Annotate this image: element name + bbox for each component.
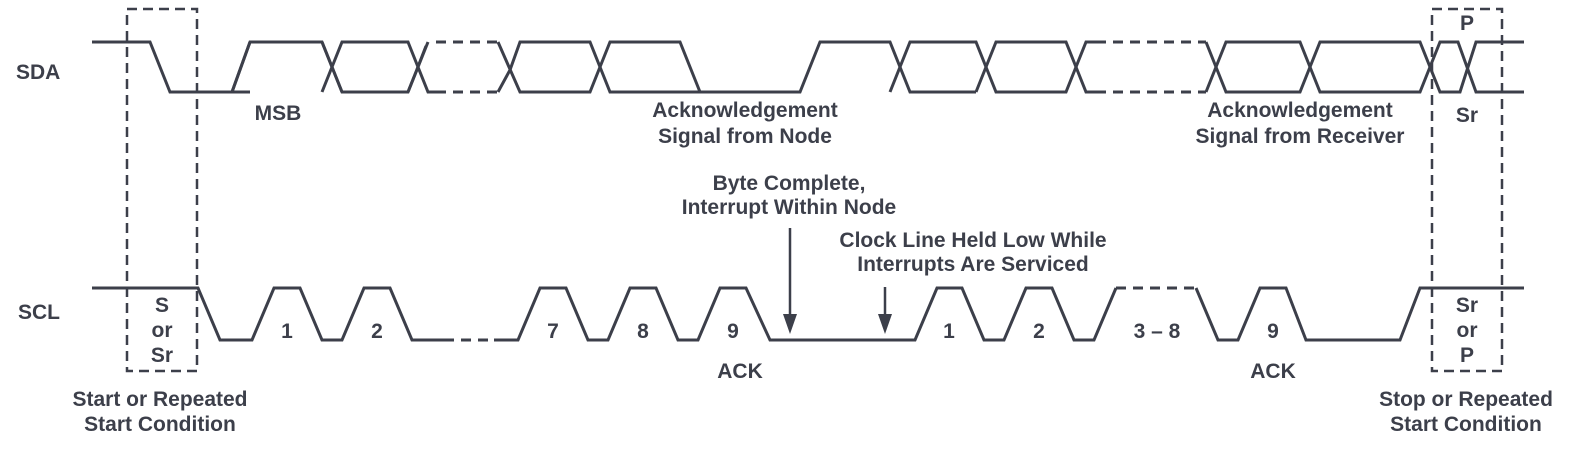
stop-box-sr-label: Sr [1456, 104, 1478, 127]
ack-node-label-line2: Signal from Node [658, 125, 832, 148]
start-condition-caption-line2: Start Condition [84, 413, 236, 436]
sda-waveform [92, 40, 1524, 94]
clock-pulse-label: 3 – 8 [1134, 320, 1181, 343]
clock-pulse-label: 7 [547, 320, 559, 343]
scl-label: SCL [18, 301, 60, 324]
clock-pulse-label: 2 [1033, 320, 1045, 343]
msb-label: MSB [255, 102, 302, 125]
clock-pulse-label: 9 [727, 320, 739, 343]
byte-complete-label-line2: Interrupt Within Node [682, 196, 896, 219]
stop-box-or: or [1457, 319, 1478, 342]
stop-condition-box [1430, 7, 1504, 373]
ack-node-label-line1: Acknowledgement [652, 99, 838, 122]
ack-receiver-label-line1: Acknowledgement [1207, 99, 1393, 122]
clock-pulse-label: 9 [1267, 320, 1279, 343]
ack-receiver-label-line2: Signal from Receiver [1196, 125, 1405, 148]
clock-held-label-line2: Interrupts Are Serviced [857, 253, 1088, 276]
clock-held-label-line1: Clock Line Held Low While [839, 229, 1106, 252]
ack-label-first: ACK [717, 360, 763, 383]
start-box-or: or [152, 319, 173, 342]
byte-complete-label-line1: Byte Complete, [713, 172, 866, 195]
stop-condition-caption-line1: Stop or Repeated [1379, 388, 1553, 411]
scl-waveform [92, 286, 1524, 342]
sda-label: SDA [16, 61, 60, 84]
start-box-s: S [155, 294, 169, 317]
start-box-sr: Sr [151, 344, 173, 367]
stop-condition-caption-line2: Start Condition [1390, 413, 1542, 436]
start-condition-box [125, 7, 199, 373]
ack-label-second: ACK [1250, 360, 1296, 383]
byte-complete-arrow [783, 228, 797, 334]
stop-box-p: P [1460, 344, 1474, 367]
start-condition-caption-line1: Start or Repeated [72, 388, 247, 411]
clock-pulse-label: 8 [637, 320, 649, 343]
clock-held-arrow [878, 287, 892, 334]
clock-pulse-label: 1 [943, 320, 955, 343]
stop-box-p-label: P [1460, 12, 1474, 35]
clock-pulse-label: 1 [281, 320, 293, 343]
clock-pulse-label: 2 [371, 320, 383, 343]
stop-box-sr: Sr [1456, 294, 1478, 317]
